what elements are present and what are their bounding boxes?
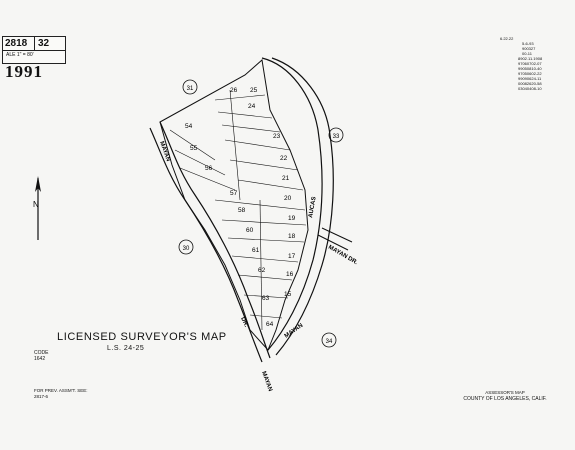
map-book-number: 2818 <box>5 38 28 49</box>
revision-line: 900327 <box>522 46 536 51</box>
parcel-number: 61 <box>252 247 260 254</box>
parcel-number: 62 <box>258 267 266 274</box>
parcel-number: 21 <box>282 175 290 182</box>
page-ref-label: 34 <box>326 339 333 345</box>
block-outline <box>159 59 309 351</box>
code-block: CODE 1642 <box>34 350 48 362</box>
road-mayan-spur <box>317 227 353 251</box>
road-boundary-east <box>261 57 323 351</box>
survey-reference: L.S. 24-25 <box>107 345 145 352</box>
page-ref-31: 31 <box>182 79 198 95</box>
parcel-number: 20 <box>284 195 292 202</box>
revision-line: 03040408-10 <box>518 86 542 91</box>
parcel-number: 23 <box>273 133 281 140</box>
assessor-stamp: ASSESSOR'S MAP COUNTY OF LOS ANGELES, CA… <box>450 390 560 402</box>
revision-line: 8902.11.1908 <box>518 56 543 61</box>
road-boundary-west-inner <box>159 121 271 359</box>
street-label: MAYAN <box>284 323 305 340</box>
previous-label: FOR PREV. ASSM'T. SEE: <box>34 388 88 393</box>
parcel-number: 25 <box>250 87 258 94</box>
north-arrow-icon: N <box>33 176 41 240</box>
parcel-number: 54 <box>185 123 193 130</box>
parcel-number: 18 <box>288 233 296 240</box>
previous-assessment: FOR PREV. ASSM'T. SEE: 2817-6 <box>34 388 87 400</box>
revision-line: 97050602-22 <box>518 71 542 76</box>
road-boundary-east-outer <box>271 57 334 356</box>
map-scale: ALE 1" = 80' <box>6 52 34 58</box>
street-label: MAYAN <box>260 371 273 393</box>
parcel-number: 55 <box>190 145 198 152</box>
map-reference-box: 2818 32 ALE 1" = 80' <box>2 36 66 64</box>
street-label: AUCAS <box>308 196 318 218</box>
revision-notes: 6.22.22 5-6-93 900327 00-11 8902.11.1908… <box>500 36 575 91</box>
parcel-number: 63 <box>262 295 270 302</box>
parcel-number: 56 <box>205 165 213 172</box>
parcel-number: 26 <box>230 87 238 94</box>
parcel-number: 57 <box>230 190 238 197</box>
page-ref-34: 34 <box>321 332 337 348</box>
parcel-number: 19 <box>288 215 296 222</box>
assessor-title: ASSESSOR'S MAP <box>485 390 525 395</box>
parcel-number: 60 <box>246 227 254 234</box>
road-boundary-west <box>149 127 263 363</box>
assessor-county: COUNTY OF LOS ANGELES, CALIF. <box>463 396 547 402</box>
north-label: N <box>33 200 39 209</box>
map-title: LICENSED SURVEYOR'S MAP <box>57 331 227 343</box>
revision-line: 5-6-93 <box>522 41 534 46</box>
page-ref-30: 30 <box>178 239 194 255</box>
parcel-number: 22 <box>280 155 288 162</box>
revision-line: 97060702-07 <box>518 61 542 66</box>
code-value: 1642 <box>34 356 46 362</box>
parcel-number: 16 <box>286 271 294 278</box>
revision-line: 00082620-58 <box>518 81 542 86</box>
lot-lines <box>169 89 307 331</box>
page-ref-label: 30 <box>183 246 190 252</box>
code-label: CODE <box>34 350 49 356</box>
page-ref-33: 33 <box>328 127 344 143</box>
parcel-number: 15 <box>284 291 292 298</box>
page-ref-label: 31 <box>187 86 194 92</box>
map-year: 1991 <box>5 62 43 81</box>
parcel-labels: 25 24 23 26 54 55 56 22 21 57 58 20 19 6… <box>185 87 296 328</box>
parcel-number: 58 <box>238 207 246 214</box>
revision-line: 99090624-11 <box>518 76 542 81</box>
previous-value: 2817-6 <box>34 394 49 399</box>
parcel-number: 24 <box>248 103 256 110</box>
map-page-number: 32 <box>38 38 50 49</box>
revision-line: 6.22.22 <box>500 36 514 41</box>
parcel-number: 17 <box>288 253 296 260</box>
parcel-number: 64 <box>266 321 274 328</box>
revision-line: 99050810-40 <box>518 66 542 71</box>
street-label: DR. <box>239 316 249 328</box>
page-ref-label: 33 <box>333 134 340 140</box>
revision-line: 00-11 <box>522 51 532 56</box>
